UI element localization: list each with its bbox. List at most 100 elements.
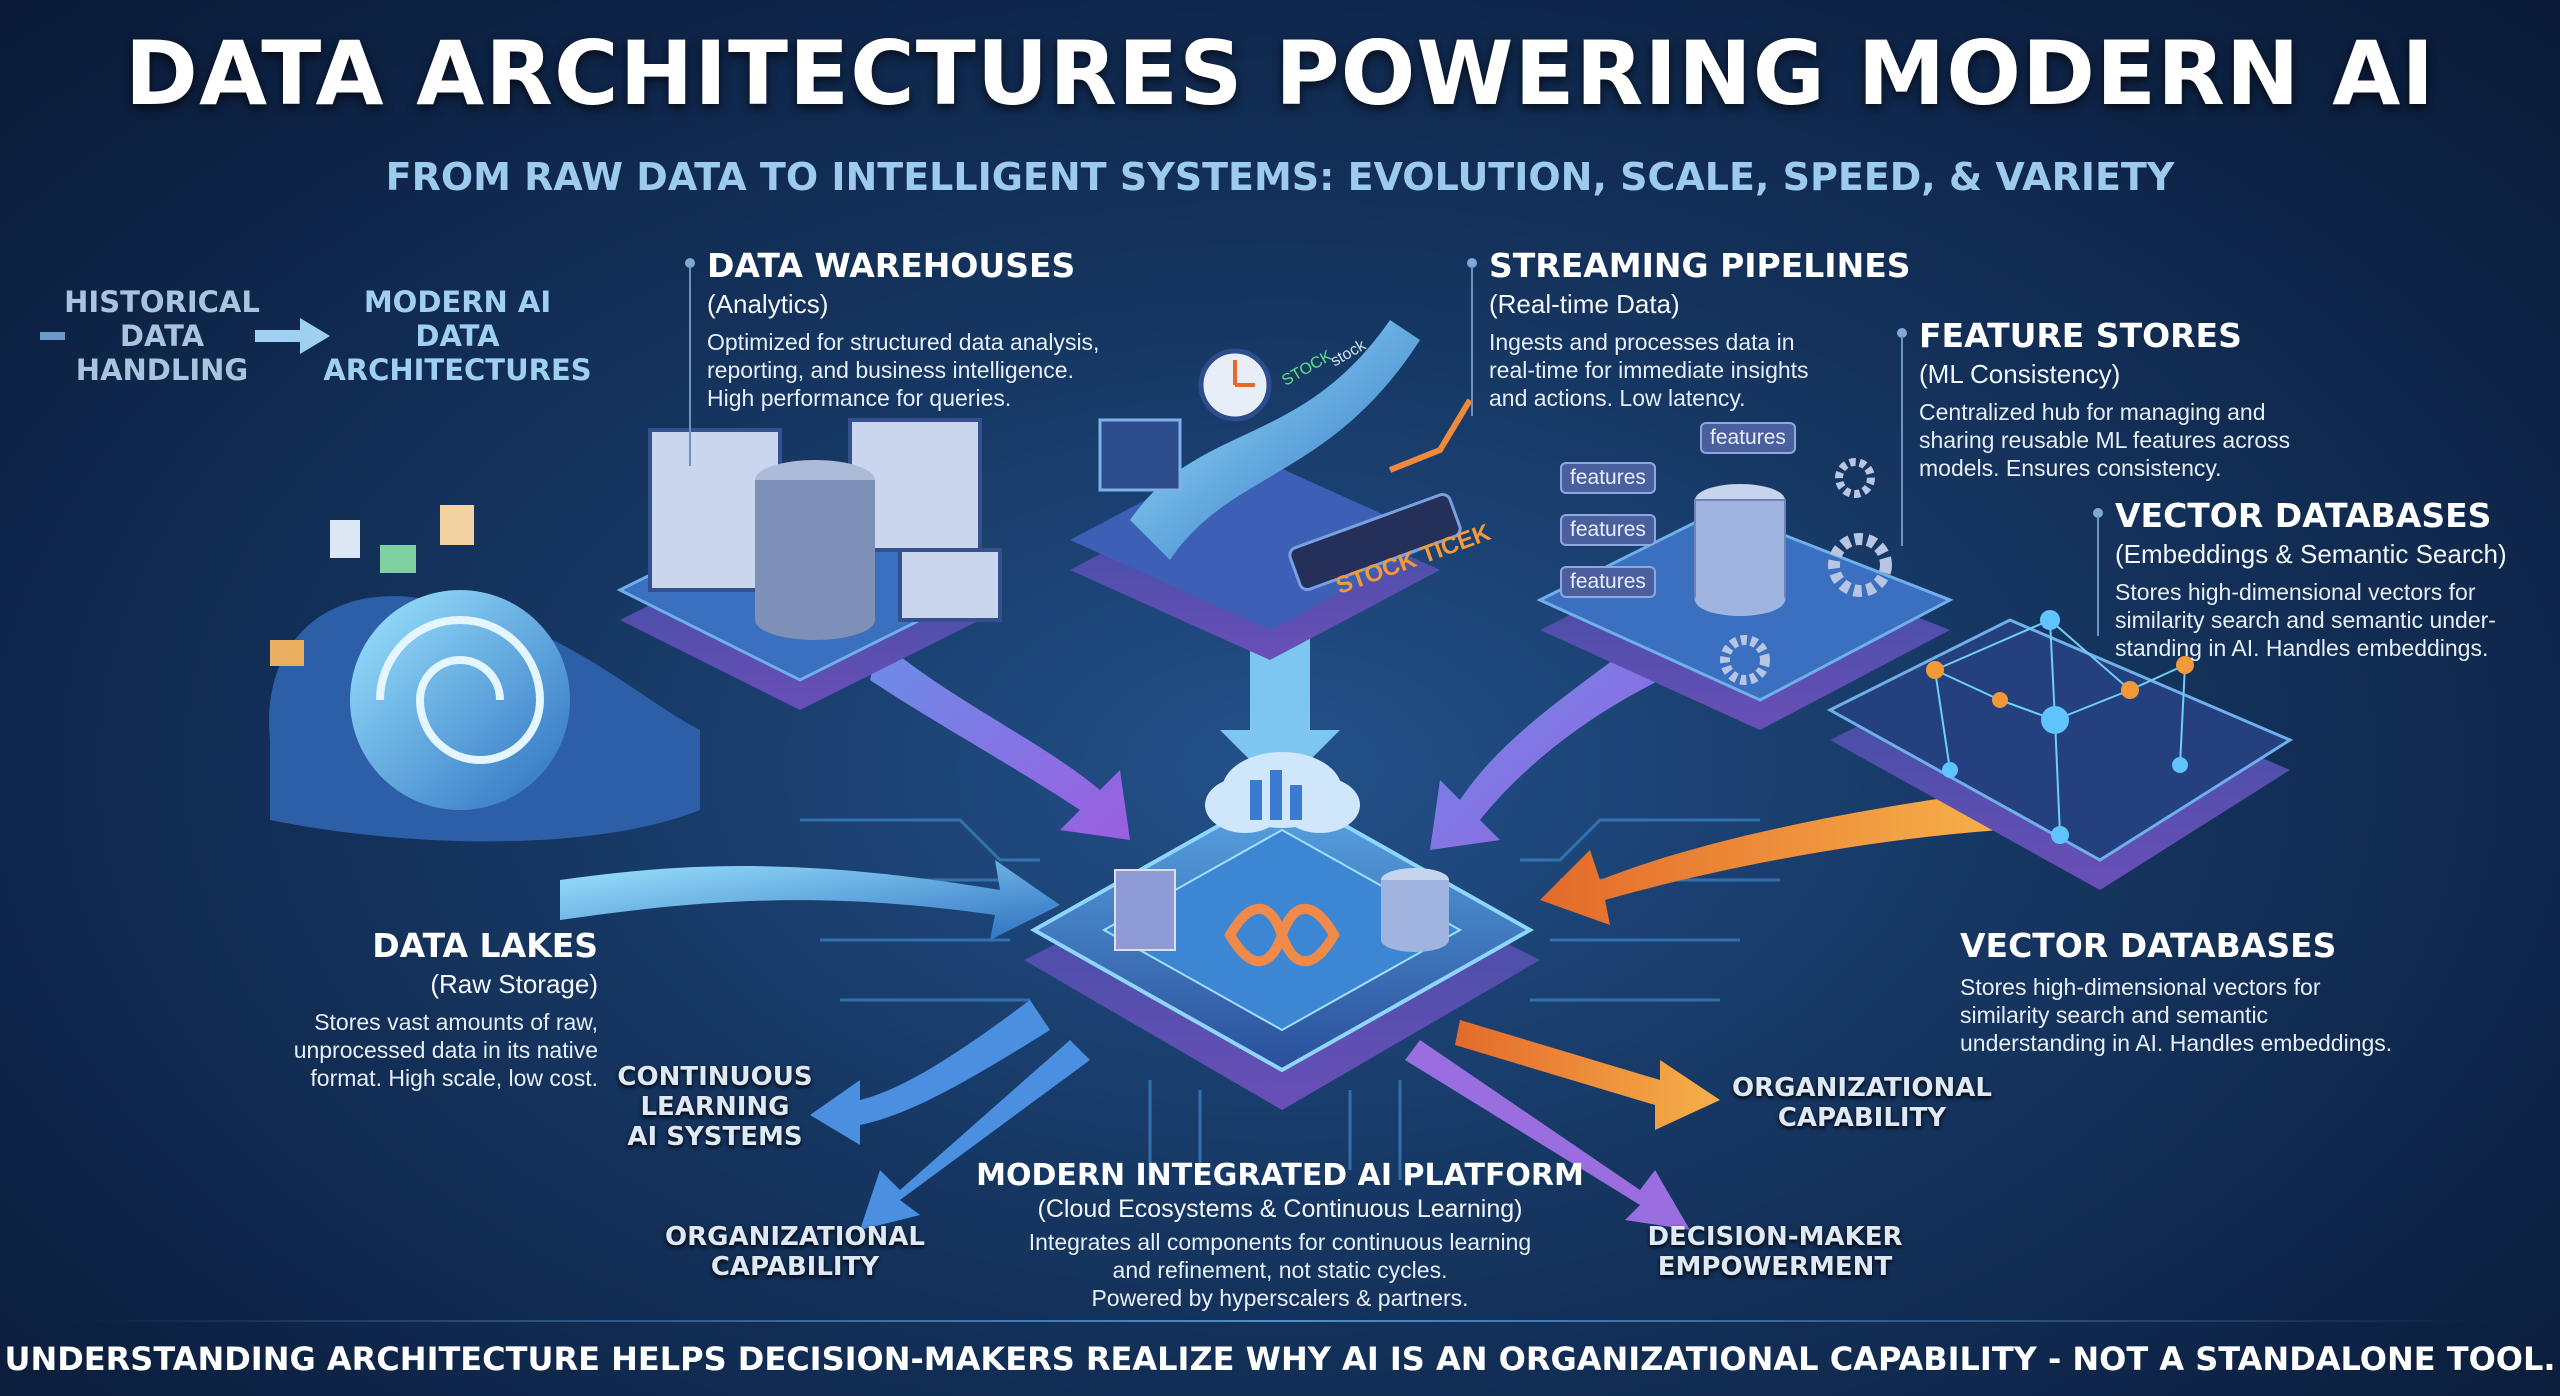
- central-platform: [1024, 752, 1540, 1110]
- marker-line: [1901, 336, 1903, 546]
- data-lake-illustration: [269, 505, 700, 842]
- marker-dot: [685, 258, 695, 268]
- arrow-lake-to-platform: [560, 860, 1060, 940]
- block-title: DATA WAREHOUSES: [707, 246, 1076, 285]
- marker-dot: [2093, 508, 2103, 518]
- body-line: similarity search and semantic: [1960, 1002, 2269, 1028]
- arrow-out-org-left: [860, 1040, 1090, 1230]
- body-line: and actions. Low latency.: [1489, 385, 1746, 411]
- page-subtitle: FROM RAW DATA TO INTELLIGENT SYSTEMS: EV…: [385, 155, 2175, 199]
- body-line: and refinement, not static cycles.: [1112, 1257, 1448, 1283]
- label-line: LEARNING: [640, 1092, 790, 1122]
- block-title: STREAMING PIPELINES: [1489, 246, 1911, 285]
- vector-databases-summary-block: VECTOR DATABASES Stores high-dimensional…: [1960, 926, 2392, 1057]
- block-body: Stores vast amounts of raw,unprocessed d…: [294, 1008, 598, 1092]
- body-line: Integrates all components for continuous…: [1028, 1229, 1532, 1255]
- body-line: Stores high-dimensional vectors for: [2115, 579, 2476, 605]
- label-line: DATA: [119, 319, 205, 353]
- label-line: ARCHITECTURES: [323, 353, 592, 387]
- block-title: VECTOR DATABASES: [1960, 926, 2337, 965]
- evolution-arrow-icon: [255, 318, 330, 354]
- marker-dot: [1467, 258, 1477, 268]
- marker-line: [1471, 266, 1473, 416]
- label-line: MODERN AI: [363, 285, 552, 319]
- body-line: Centralized hub for managing and: [1919, 399, 2266, 425]
- marker-line: [2097, 516, 2099, 636]
- page-title: DATA ARCHITECTURES POWERING MODERN AI: [124, 22, 2436, 125]
- label-line: ORGANIZATIONAL: [665, 1222, 925, 1252]
- data-lakes-block: DATA LAKES (Raw Storage) Stores vast amo…: [294, 926, 598, 1092]
- body-line: understanding in AI. Handles embeddings.: [1960, 1030, 2393, 1056]
- body-line: reporting, and business intelligence.: [707, 357, 1074, 383]
- arrow-out-continuous: [810, 1000, 1050, 1145]
- data-warehouse-illustration: [616, 418, 1002, 710]
- body-line: Optimized for structured data analysis,: [707, 329, 1100, 355]
- label-line: HANDLING: [75, 353, 249, 387]
- label-line: DECISION-MAKER: [1647, 1222, 1903, 1252]
- streaming-illustration: [1070, 320, 1473, 660]
- feature-tag: features: [1560, 462, 1656, 494]
- block-body: Optimized for structured data analysis,r…: [707, 328, 1099, 412]
- arrow-out-org-right: [1455, 1020, 1720, 1130]
- body-line: Stores vast amounts of raw,: [314, 1009, 598, 1035]
- integrated-platform-block: MODERN INTEGRATED AI PLATFORM (Cloud Eco…: [930, 1158, 1630, 1312]
- footer-message: UNDERSTANDING ARCHITECTURE HELPS DECISIO…: [4, 1340, 2556, 1378]
- body-line: Powered by hyperscalers & partners.: [1091, 1285, 1469, 1311]
- evolution-line: [40, 332, 65, 340]
- block-title: DATA LAKES: [372, 926, 598, 965]
- arrow-warehouse-to-platform: [870, 640, 1130, 840]
- label-line: ORGANIZATIONAL: [1732, 1073, 1992, 1103]
- body-line: Stores high-dimensional vectors for: [1960, 974, 2321, 1000]
- feature-tag: features: [1560, 566, 1656, 598]
- body-line: sharing reusable ML features across: [1919, 427, 2291, 453]
- label-line: AI SYSTEMS: [627, 1122, 803, 1152]
- feature-tag: features: [1560, 514, 1656, 546]
- body-line: similarity search and semantic under-: [2115, 607, 2496, 633]
- feature-stores-block: FEATURE STORES (ML Consistency) Centrali…: [1897, 316, 2290, 546]
- block-title: MODERN INTEGRATED AI PLATFORM: [976, 1158, 1584, 1193]
- block-subtitle: (Analytics): [707, 289, 829, 319]
- body-line: Ingests and processes data in: [1489, 329, 1795, 355]
- body-line: standing in AI. Handles embeddings.: [2115, 635, 2489, 661]
- arrow-out-decision: [1405, 1040, 1690, 1230]
- body-line: format. High scale, low cost.: [310, 1065, 598, 1091]
- body-line: models. Ensures consistency.: [1919, 455, 2222, 481]
- feature-tag: features: [1700, 422, 1796, 454]
- data-warehouses-block: DATA WAREHOUSES (Analytics) Optimized fo…: [685, 246, 1099, 466]
- label-line: DATA: [415, 319, 500, 353]
- block-subtitle: (Raw Storage): [430, 969, 598, 999]
- block-title: FEATURE STORES: [1919, 316, 2242, 355]
- block-subtitle: (Cloud Ecosystems & Continuous Learning): [1037, 1195, 1523, 1223]
- block-subtitle: (Real-time Data): [1489, 289, 1680, 319]
- arrow-vector-to-platform: [1540, 790, 2000, 925]
- label-line: CONTINUOUS: [617, 1062, 813, 1092]
- footer-divider: [60, 1320, 2500, 1322]
- block-body: Integrates all components for continuous…: [930, 1228, 1630, 1312]
- block-subtitle: (Embeddings & Semantic Search): [2115, 539, 2507, 569]
- vector-db-illustration: [1826, 610, 2294, 890]
- body-line: unprocessed data in its native: [293, 1037, 598, 1063]
- marker-line: [689, 266, 691, 466]
- label-line: CAPABILITY: [1777, 1103, 1947, 1133]
- label-line: HISTORICAL: [64, 285, 260, 319]
- streaming-pipelines-block: STREAMING PIPELINES (Real-time Data) Ing…: [1467, 246, 1911, 416]
- body-line: real-time for immediate insights: [1489, 357, 1809, 383]
- body-line: High performance for queries.: [707, 385, 1012, 411]
- vector-databases-block: VECTOR DATABASES (Embeddings & Semantic …: [2093, 496, 2507, 662]
- marker-dot: [1897, 328, 1907, 338]
- label-line: EMPOWERMENT: [1657, 1252, 1893, 1282]
- block-subtitle: (ML Consistency): [1919, 359, 2121, 389]
- arrow-features-to-platform: [1430, 640, 1660, 850]
- label-line: CAPABILITY: [710, 1252, 880, 1282]
